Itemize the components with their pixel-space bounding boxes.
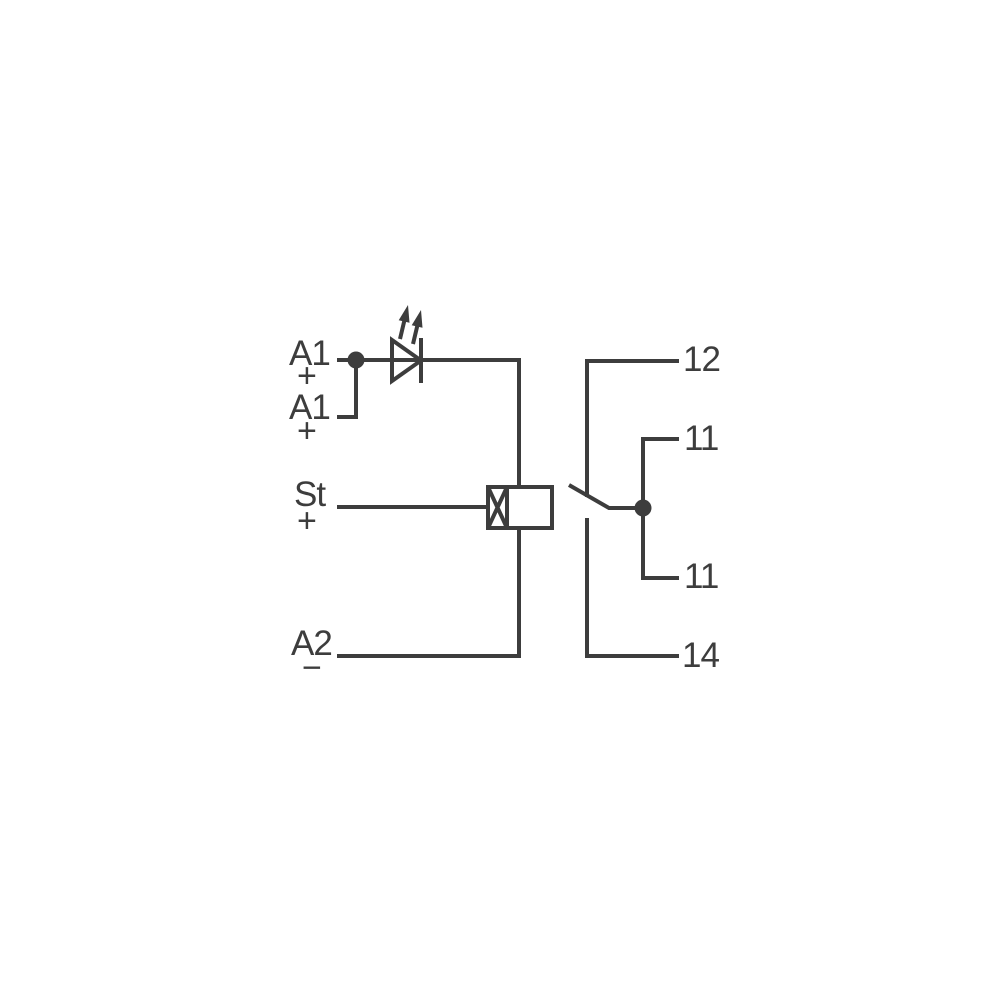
terminal-label-12: 12 — [683, 340, 721, 379]
terminal-label-a2: A2 — [291, 624, 333, 663]
coil-to-a2-wire — [337, 528, 521, 658]
relay-coil-icon — [486, 485, 554, 530]
terminal-label-11-upper: 11 — [684, 419, 719, 458]
led-indicator-icon — [390, 305, 425, 385]
relay-coil-box — [486, 485, 554, 530]
terminal-label-a1-top: A1 — [289, 334, 331, 373]
terminal-label-a1-bottom: A1 — [289, 388, 331, 427]
polarity-sign-st: + — [297, 502, 317, 540]
led-arrow-2-shaft — [411, 324, 420, 345]
a1-jumper-wire — [337, 360, 358, 419]
terminal-label-11-lower: 11 — [684, 557, 719, 596]
polarity-sign-a2: − — [302, 649, 322, 687]
led-arrow-2-head — [411, 310, 423, 328]
led-arrow-1-head — [398, 305, 410, 323]
polarity-sign-a1-bottom: + — [297, 412, 317, 450]
nc-12-wire — [585, 359, 679, 497]
relay-coil-x — [486, 486, 509, 529]
a1-to-coil-wire — [337, 358, 521, 487]
contact-junction-dot — [634, 499, 652, 517]
changeover-contact-icon — [568, 483, 637, 510]
a1-junction-dot — [347, 351, 365, 369]
terminal-label-14: 14 — [682, 636, 720, 675]
contact-blade — [568, 483, 637, 510]
terminal-label-st: St — [294, 475, 326, 514]
polarity-sign-a1-top: + — [297, 357, 317, 395]
coil-circuit — [337, 358, 521, 658]
led-diode-triangle — [390, 336, 425, 385]
no-14-wire — [585, 518, 679, 658]
led-arrow-1-shaft — [398, 319, 407, 340]
